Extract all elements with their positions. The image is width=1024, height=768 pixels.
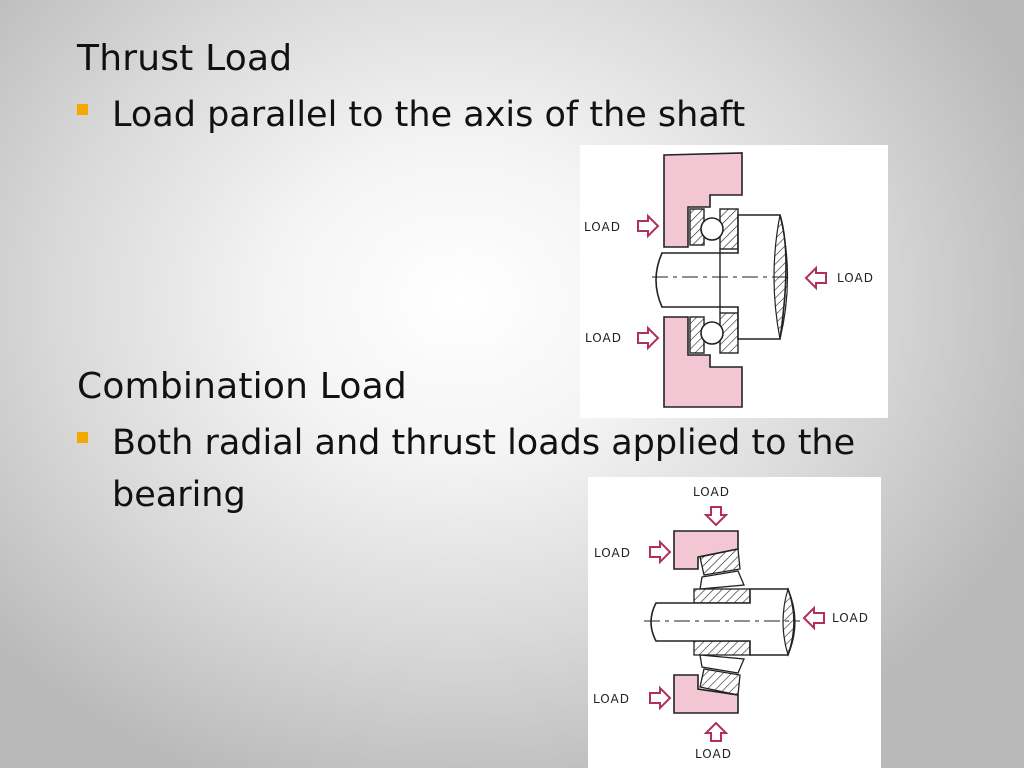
load-arrow-left-bottom [637,325,660,351]
load-arrow-left-bottom [649,685,672,711]
housing-bottom [663,316,743,408]
roller-top [699,570,745,590]
load-arrow-right [804,265,827,291]
combination-label-bottom: LOAD [695,747,732,761]
housing-top [673,530,739,570]
load-arrow-left-top [649,539,672,565]
combination-label-top: LOAD [693,485,730,499]
load-arrow-right [802,605,825,631]
housing-top [663,152,743,248]
combination-label-left-bottom: LOAD [593,692,630,706]
combination-label-left-top: LOAD [594,546,631,560]
thrust-label-right: LOAD [837,271,874,285]
roller-outer-bottom [699,668,741,696]
roller-outer-top [699,548,741,576]
heading-thrust-load: Thrust Load [77,38,293,79]
combination-load-diagram: LOAD LOAD LOAD LOAD LOAD [588,477,881,768]
bullet-square-icon [77,432,88,443]
bullet-combination-text: Both radial and thrust loads applied to … [112,418,855,522]
bullet-square-icon [77,104,88,115]
bullet-combination-line1: Both radial and thrust loads applied to … [112,423,856,463]
combination-label-right: LOAD [832,611,869,625]
thrust-label-left-bottom: LOAD [585,331,622,345]
ball-top [700,217,724,241]
race-inner-top [693,588,751,604]
thrust-label-left-top: LOAD [584,220,621,234]
thrust-load-diagram: LOAD LOAD LOAD [580,145,888,418]
race-inner-bottom [693,640,751,656]
bullet-combination-line2: bearing [112,474,246,515]
load-arrow-left-top [637,213,660,239]
roller-bottom [699,654,745,674]
bullet-thrust: Load parallel to the axis of the shaft [77,90,745,142]
load-arrow-bottom [703,721,729,742]
heading-combination-load: Combination Load [77,366,407,407]
load-arrow-top [703,506,729,527]
bullet-thrust-text: Load parallel to the axis of the shaft [112,95,746,135]
ball-bottom [700,321,724,345]
bullet-combination: Both radial and thrust loads applied to … [77,418,917,522]
